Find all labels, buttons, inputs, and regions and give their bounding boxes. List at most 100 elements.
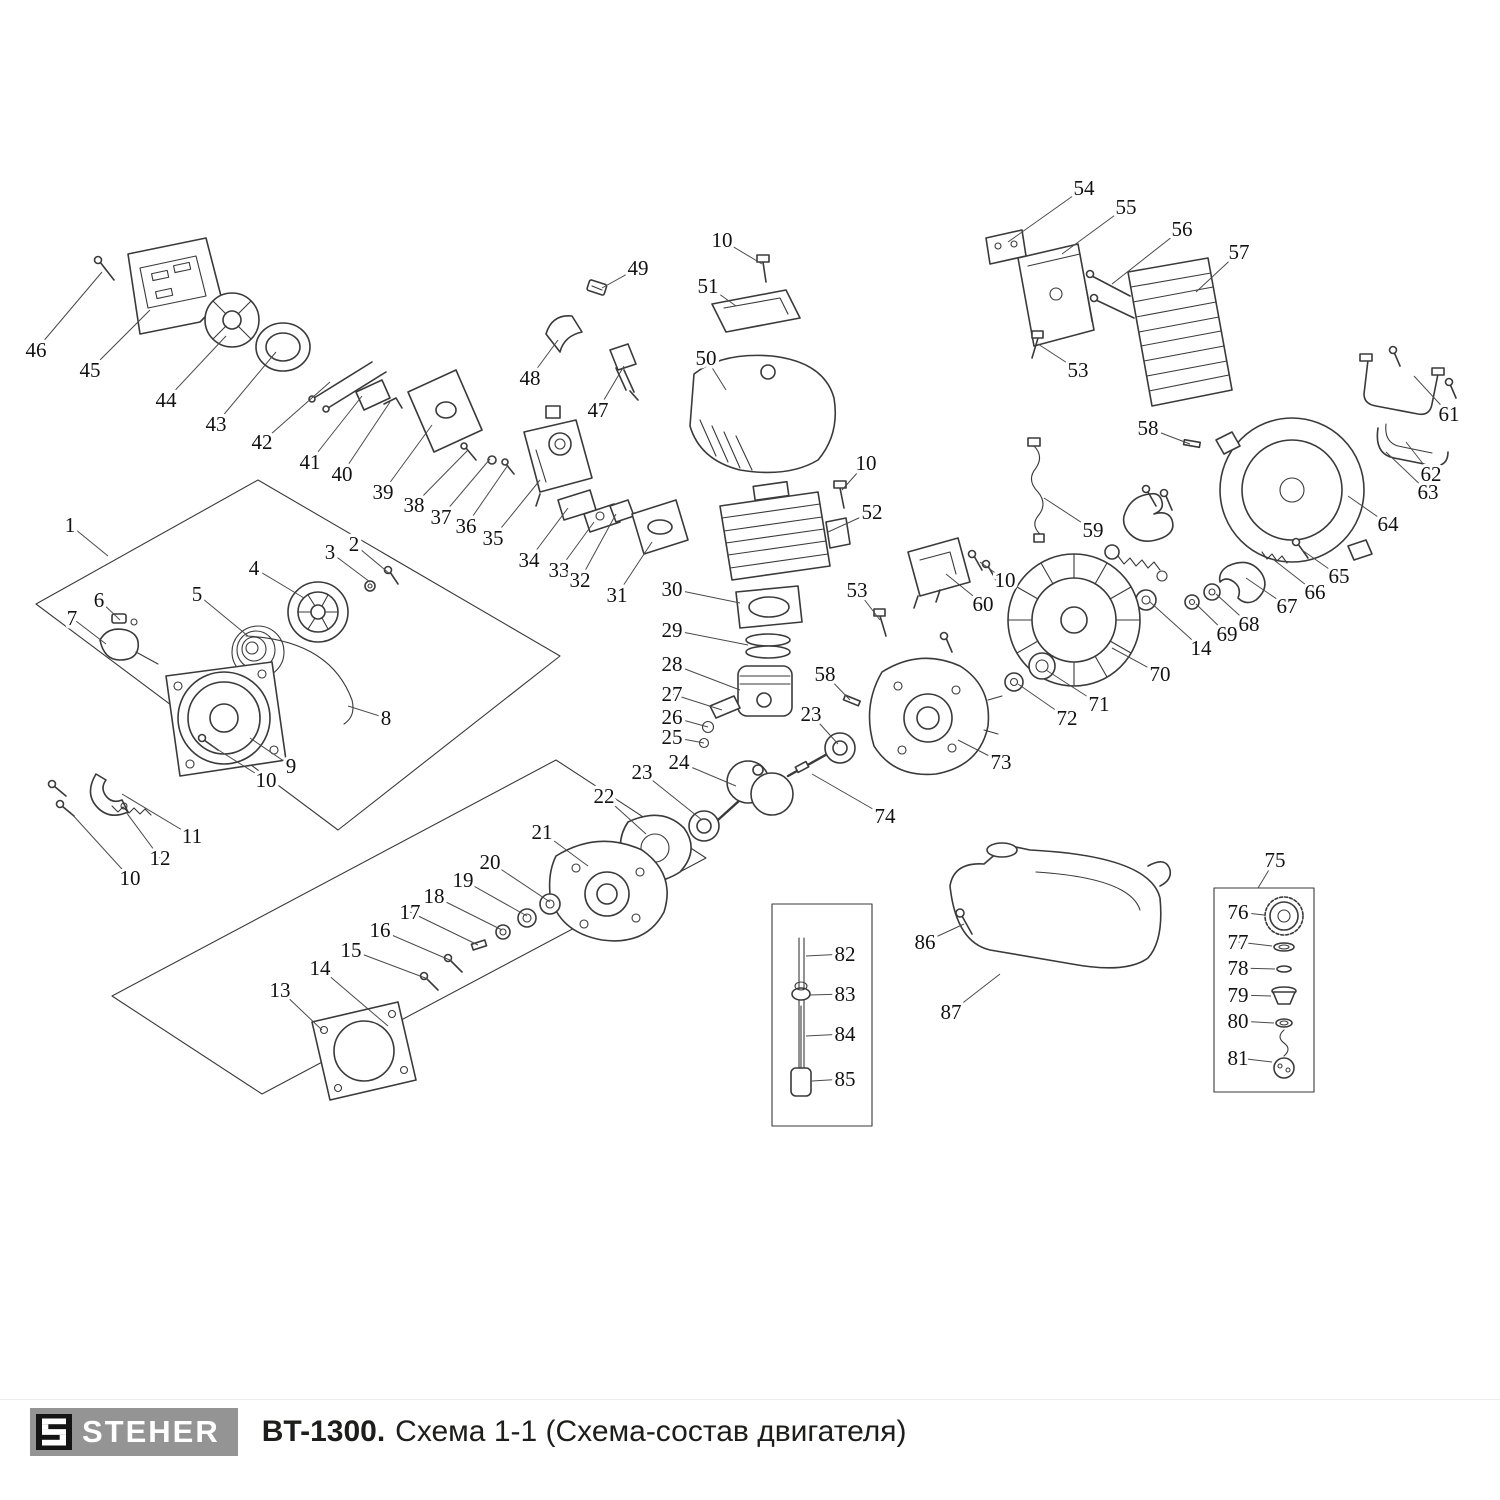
leader-line (341, 401, 391, 475)
oil-seal-71 (1028, 652, 1056, 680)
part-number-label: 48 (520, 366, 541, 390)
part-number-label: 45 (80, 358, 101, 382)
clutch-spring-assy (1104, 544, 1168, 582)
leader-line (671, 629, 749, 646)
leader-line (603, 795, 647, 835)
leader-line (529, 339, 559, 379)
part-number-label: 6 (94, 588, 105, 612)
fuel-filter-85 (790, 1061, 812, 1097)
part-number-label: 63 (1418, 480, 1439, 504)
screws-10-coil (967, 549, 997, 581)
part-number-label: 11 (182, 824, 202, 848)
part-number-label: 53 (1068, 358, 1089, 382)
leader-line (71, 617, 107, 645)
pin-17 (470, 939, 488, 951)
part-number-label: 77 (1228, 930, 1249, 954)
leader-line (957, 739, 1002, 763)
leader-line (279, 989, 323, 1031)
part-number-label: 13 (270, 978, 291, 1002)
leader-line (347, 705, 387, 719)
leader-line (1237, 994, 1272, 997)
washer-68 (1203, 583, 1221, 601)
part-number-label: 66 (1305, 580, 1326, 604)
part-number-label: 58 (815, 662, 836, 686)
crankcase-73 (868, 657, 1003, 776)
filter-element-43 (255, 322, 311, 372)
part-number-label: 73 (991, 750, 1012, 774)
leader-line (69, 811, 131, 879)
leader-line (678, 761, 737, 787)
plate-33 (583, 503, 621, 533)
starter-rope-8 (245, 635, 354, 725)
leader-line (616, 541, 653, 596)
leader-line (558, 521, 595, 571)
leader-line (1385, 451, 1429, 493)
leader-line (528, 507, 569, 561)
stop-switch-wire-59 (1027, 437, 1045, 543)
leader-line (329, 551, 371, 583)
leader-line (824, 673, 851, 701)
bolts-42 (308, 361, 387, 413)
starter-housing-9 (165, 661, 287, 777)
bracket-62-63 (1376, 423, 1449, 467)
part-number-label: 18 (424, 884, 445, 908)
leader-line (1237, 967, 1276, 970)
brand-name: STEHER (82, 1414, 220, 1449)
leader-line (1111, 228, 1183, 285)
bolt-10-cylinder (833, 480, 847, 509)
muffler-bolts-56 (1085, 269, 1135, 319)
part-number-label: 40 (332, 462, 353, 486)
part-number-label: 10 (856, 451, 877, 475)
leader-line (1301, 549, 1340, 577)
part-number-label: 21 (532, 820, 553, 844)
screw-53-right (1031, 330, 1044, 359)
part-number-label: 15 (341, 938, 362, 962)
leader-line (98, 599, 121, 621)
steher-logo: STEHER (30, 1408, 238, 1456)
part-number-label: 36 (456, 514, 477, 538)
leader-line (211, 745, 267, 781)
leader-line (597, 365, 625, 411)
part-number-label: 24 (669, 750, 691, 774)
part-number-label: 29 (662, 618, 683, 642)
part-number-label: 70 (1150, 662, 1171, 686)
leader-line (924, 923, 965, 943)
part-number-label: 80 (1228, 1009, 1249, 1033)
leader-line (1061, 206, 1127, 255)
screw-86 (955, 908, 973, 935)
leader-line (196, 593, 249, 637)
keeper-81 (1273, 1029, 1295, 1079)
part-number-label: 10 (120, 866, 141, 890)
part-number-label: 10 (995, 568, 1016, 592)
part-number-label: 85 (835, 1067, 856, 1091)
washer-69 (1184, 594, 1200, 610)
leader-line (671, 693, 723, 711)
leader-line (1245, 577, 1288, 607)
clutch-shoe-67 (1218, 561, 1266, 604)
bolt-10-top (756, 254, 770, 283)
fuel-filter-box (771, 903, 873, 1127)
grommet-83 (791, 981, 811, 1001)
leader-line (827, 511, 873, 533)
leader-line (379, 929, 453, 962)
washer-37 (487, 455, 497, 465)
part-number-label: 1 (65, 513, 76, 537)
part-number-label: 74 (875, 804, 897, 828)
leader-line (350, 949, 429, 980)
leader-line (541, 831, 589, 867)
clutch-assembly-box (111, 759, 707, 1095)
spring-66 (1261, 551, 1288, 564)
part-number-label: 34 (519, 548, 541, 572)
part-number-label: 82 (835, 942, 856, 966)
fan-housing-64 (1215, 417, 1373, 563)
part-number-label: 55 (1116, 195, 1137, 219)
part-number-label: 3 (325, 540, 336, 564)
part-number-label: 52 (862, 500, 883, 524)
leader-line (1257, 859, 1276, 889)
leader-line (805, 1033, 846, 1037)
terminal-49 (586, 279, 608, 296)
clutch-shoes-pair (1122, 484, 1174, 542)
leader-line (253, 567, 305, 599)
leader-line (1237, 911, 1265, 916)
cylinder-52 (719, 480, 851, 581)
